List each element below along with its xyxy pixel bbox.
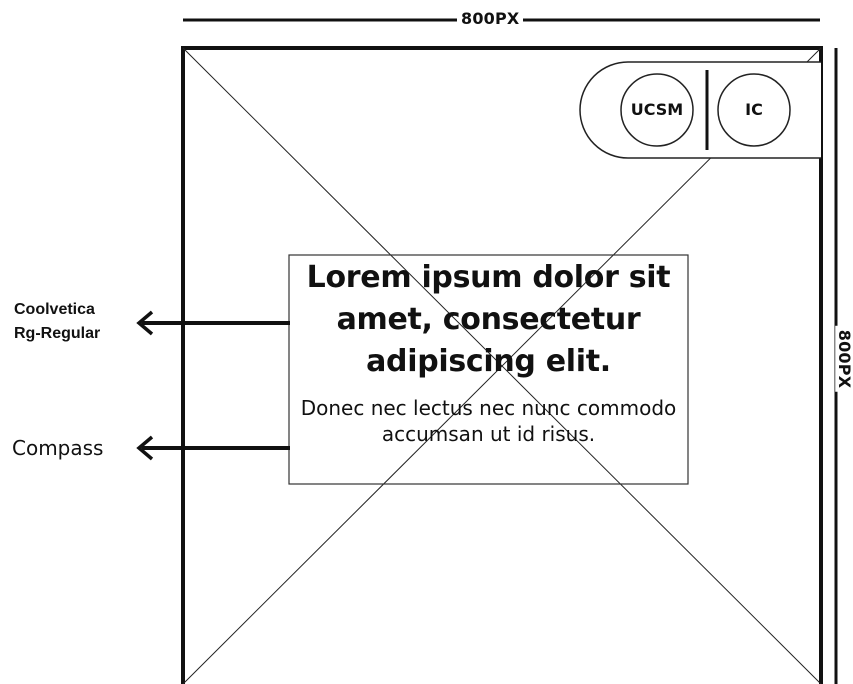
arrow-left-icon <box>136 435 290 461</box>
arrow-left-icon <box>136 310 290 336</box>
height-dimension-label: 800PX <box>835 325 853 393</box>
body-font-annotation: Compass <box>12 436 104 460</box>
text-box: Lorem ipsum dolor sit amet, consectetur … <box>289 255 688 484</box>
text-box-outline <box>288 254 689 485</box>
headline: Lorem ipsum dolor sit amet, consectetur … <box>306 260 671 379</box>
width-dimension-label: 800PX <box>457 10 524 28</box>
headline-font-name: Coolvetica <box>14 301 95 318</box>
badge-ucsm-circle <box>620 73 694 147</box>
frame-border <box>181 46 823 684</box>
badge-ic-label: IC <box>745 100 763 119</box>
body-text: Donec nec lectus nec nunc commodo accums… <box>300 396 677 446</box>
headline-font-style: Rg-Regular <box>14 325 101 342</box>
badge-ic-circle <box>717 73 791 147</box>
headline-font-annotation: Coolvetica Rg-Regular <box>14 298 100 346</box>
badge-ucsm-label: UCSM <box>630 100 684 119</box>
